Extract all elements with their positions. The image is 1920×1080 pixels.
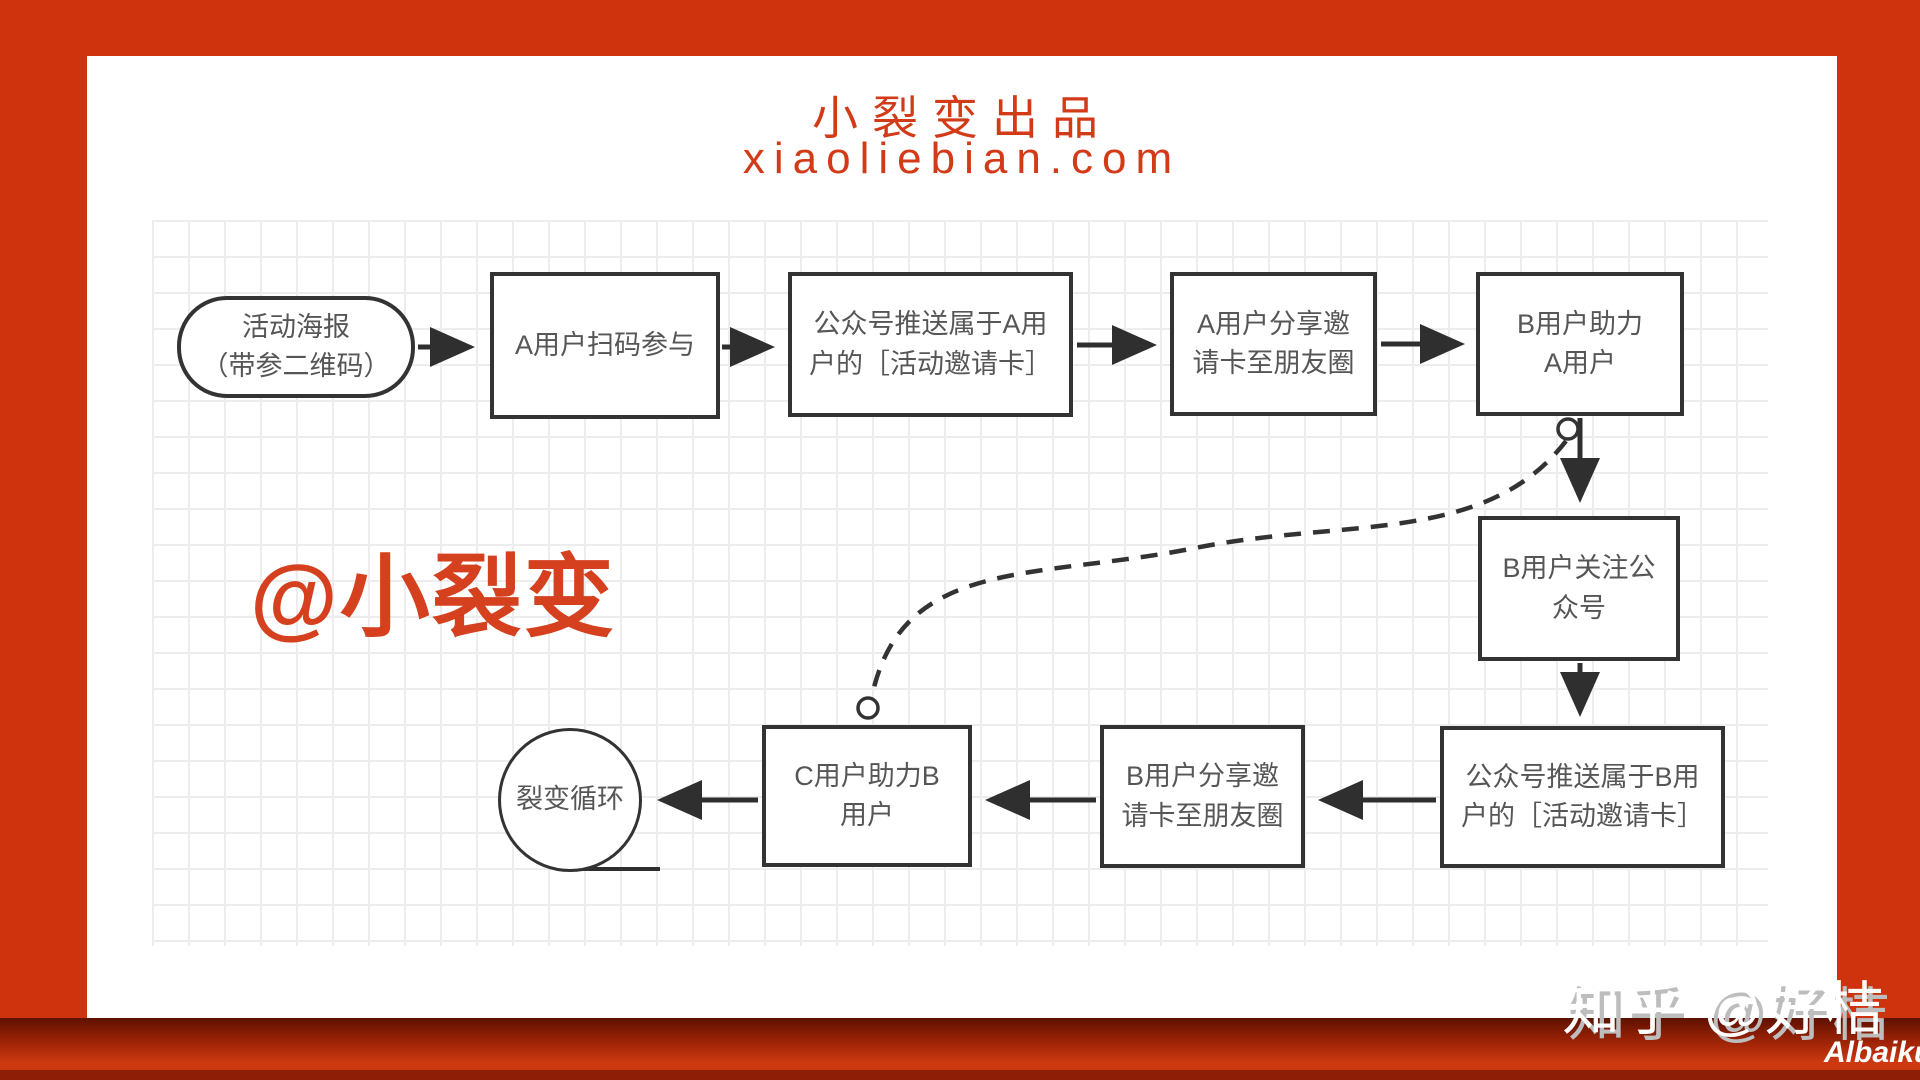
frame-bottom-strip [0, 1070, 1920, 1080]
flow-node-push-b-label: 公众号推送属于B用 户的［活动邀请卡］ [1461, 761, 1704, 831]
flow-node-assist-c-label: C用户助力B 用户 [794, 760, 940, 830]
flow-node-push-b: 公众号推送属于B用 户的［活动邀请卡］ [1440, 726, 1725, 868]
flow-node-follow-b: B用户关注公 众号 [1478, 516, 1680, 661]
flow-node-assist-c: C用户助力B 用户 [762, 725, 972, 867]
flow-node-loop: 裂变循环 [498, 728, 642, 872]
flow-node-share-a: A用户分享邀 请卡至朋友圈 [1170, 272, 1377, 416]
flow-node-loop-label: 裂变循环 [516, 784, 624, 815]
page-title: 小裂变出品 [812, 92, 1112, 144]
flow-node-poster-label: 活动海报 （带参二维码） [201, 311, 391, 381]
flow-node-poster: 活动海报 （带参二维码） [177, 296, 415, 398]
flow-node-push-a-label: 公众号推送属于A用 户的［活动邀请卡］ [809, 309, 1052, 379]
flow-node-share-a-label: A用户分享邀 请卡至朋友圈 [1192, 308, 1355, 378]
credit-text: Albaiku [1824, 1036, 1920, 1069]
page-subtitle-url: xiaoliebian.com [742, 134, 1182, 183]
flow-node-scan-label: A用户扫码参与 [514, 329, 695, 360]
card-bottom-shadow [0, 1018, 1920, 1080]
flow-node-scan: A用户扫码参与 [490, 272, 720, 419]
flow-node-assist-b: B用户助力 A用户 [1476, 272, 1684, 416]
center-watermark: @小裂变 [250, 548, 616, 648]
flow-node-push-a: 公众号推送属于A用 户的［活动邀请卡］ [788, 272, 1073, 417]
flow-node-assist-b-label: B用户助力 A用户 [1516, 308, 1643, 378]
flow-node-follow-b-label: B用户关注公 众号 [1502, 553, 1656, 623]
zhihu-watermark: 知乎 @好桔 [1562, 977, 1887, 1042]
flow-node-share-b-label: B用户分享邀 请卡至朋友圈 [1121, 761, 1284, 831]
flow-node-share-b: B用户分享邀 请卡至朋友圈 [1100, 725, 1305, 868]
